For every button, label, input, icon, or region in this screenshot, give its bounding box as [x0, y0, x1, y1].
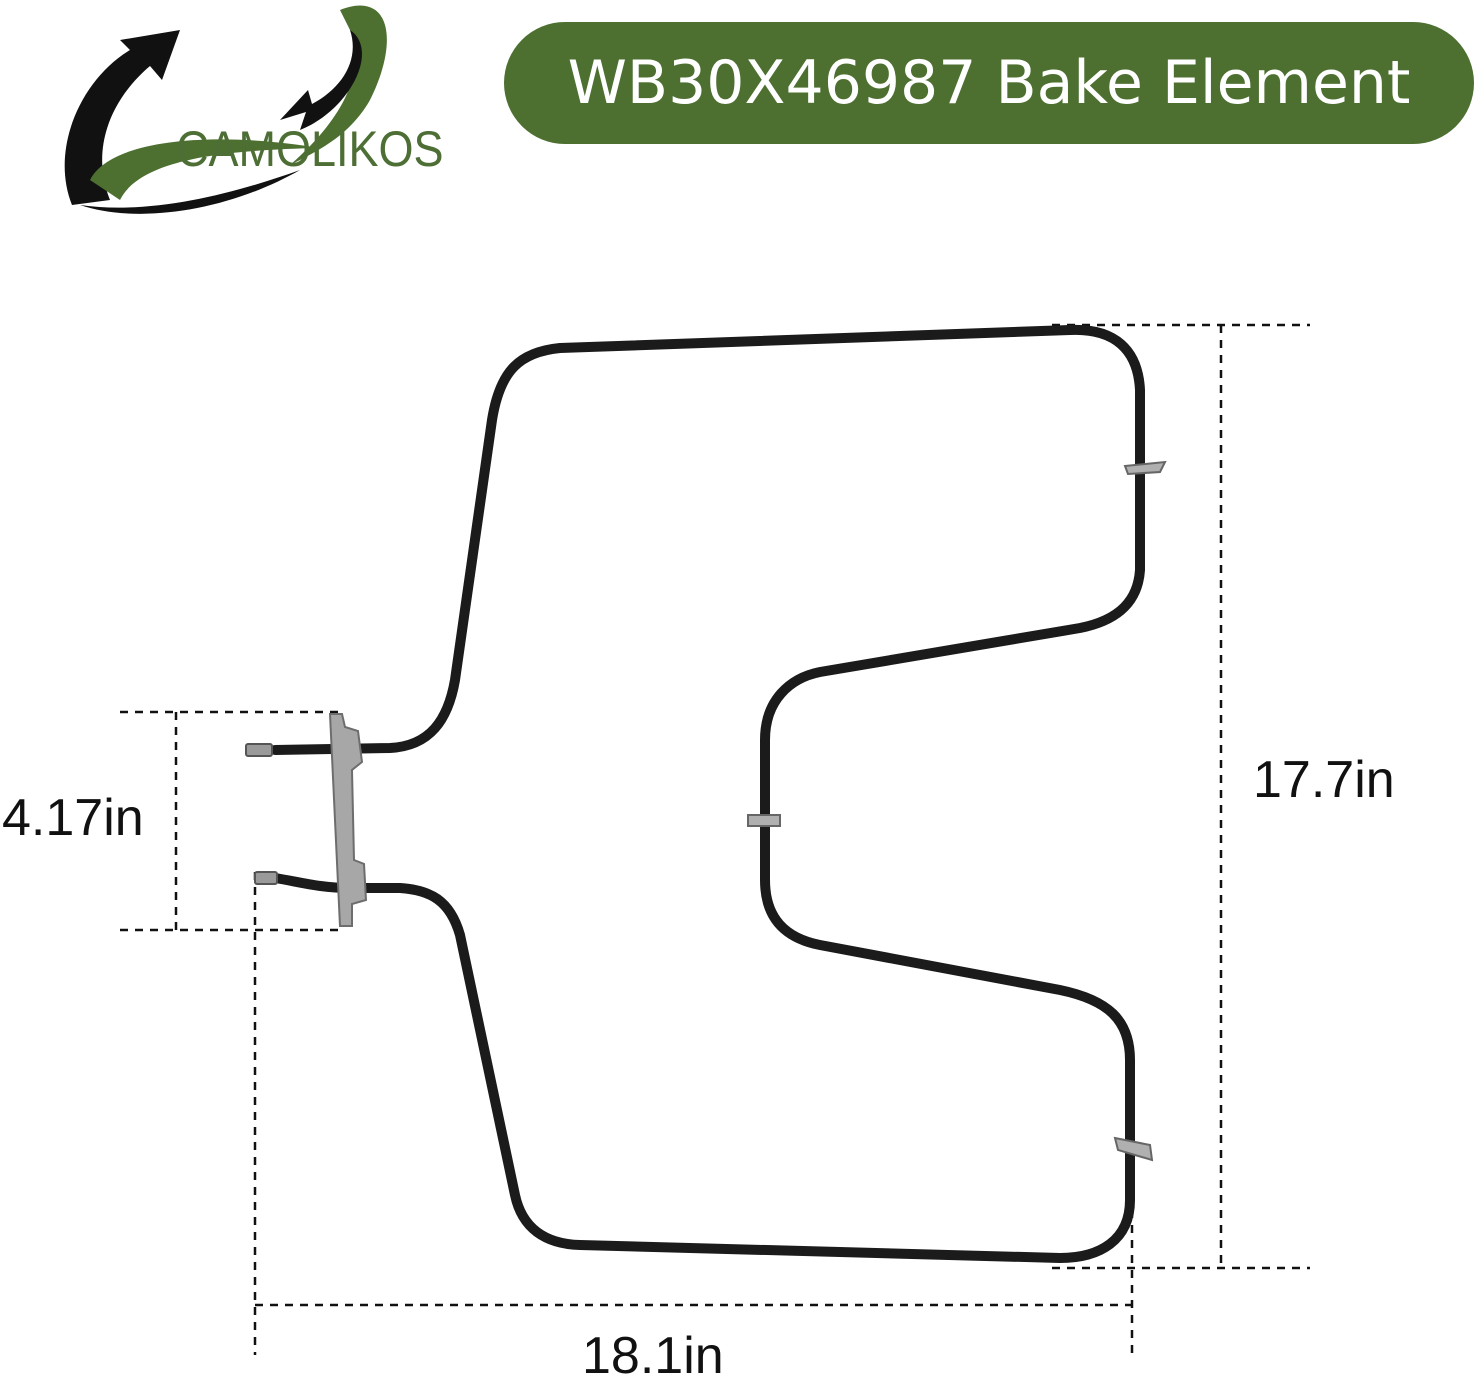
mounting-bracket: [328, 713, 368, 927]
logo-swoosh-icon: [64, 5, 387, 214]
dimension-lines: [120, 323, 1310, 1355]
width-label: 18.1in: [582, 1327, 724, 1385]
top-terminal-icon: [245, 743, 273, 757]
terminal-spacing-label: 4.17in: [2, 789, 144, 847]
page-title: WB30X46987 Bake Element: [567, 48, 1411, 118]
brand-name: CAMOLIKOS: [176, 121, 444, 177]
height-label: 17.7in: [1253, 751, 1395, 809]
support-clip-icon: [1123, 460, 1167, 476]
support-clip-icon: [747, 814, 781, 827]
bottom-terminal-icon: [254, 871, 278, 885]
support-clip-icon: [1113, 1136, 1154, 1162]
heating-element-tube: [270, 324, 1145, 1263]
title-banner: WB30X46987 Bake Element: [504, 22, 1474, 144]
brand-logo: CAMOLIKOS: [50, 0, 460, 220]
